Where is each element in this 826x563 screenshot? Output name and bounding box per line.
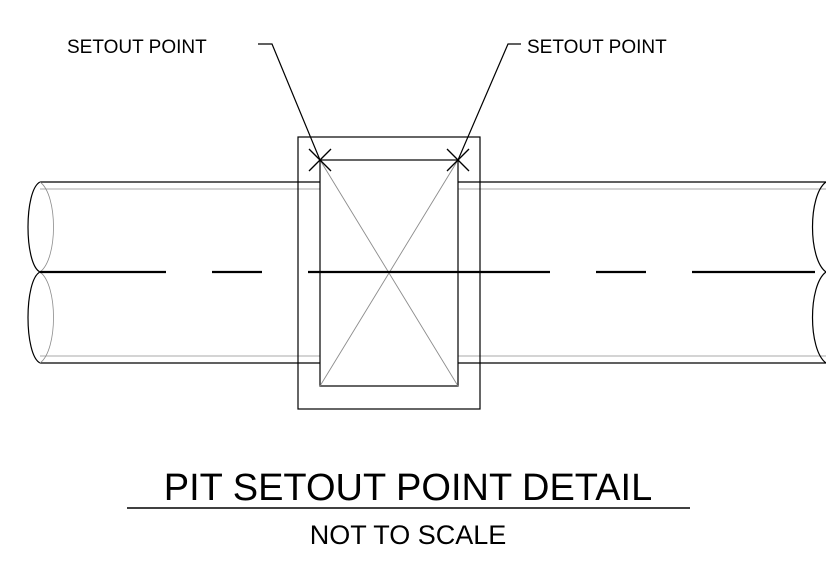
upper-pipe — [27, 181, 826, 273]
upper-pipe-left-end-arc-inner — [39, 181, 54, 273]
drawing-title: PIT SETOUT POINT DETAIL — [164, 467, 653, 509]
leader-line-right — [457, 43, 521, 161]
setout-point-label-right: SETOUT POINT — [527, 37, 667, 58]
lower-pipe-right-end-arc — [812, 271, 826, 364]
leader-lines — [258, 43, 521, 161]
upper-pipe-right-end-arc — [812, 181, 826, 273]
lower-pipe-left-end-arc — [27, 271, 41, 364]
leader-line-left — [258, 43, 321, 161]
drawing-subtitle: NOT TO SCALE — [310, 520, 507, 550]
lower-pipe-left-end-arc-inner — [39, 271, 54, 364]
upper-pipe-left-end-arc — [27, 181, 41, 273]
pit-outer-wall — [297, 136, 481, 410]
setout-point-label-left: SETOUT POINT — [67, 37, 207, 58]
lower-pipe — [27, 271, 826, 364]
